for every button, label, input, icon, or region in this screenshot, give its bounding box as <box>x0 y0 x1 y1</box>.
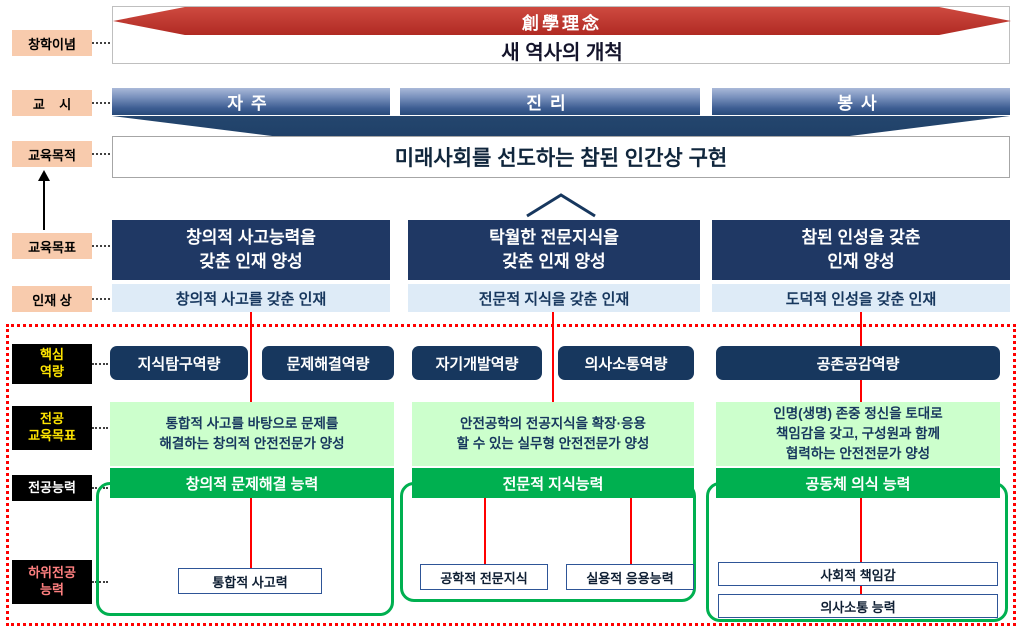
goal-box-character: 참된 인성을 갖춘 인재 양성 <box>712 220 1010 280</box>
major-goal-box-3: 인명(생명) 존중 정신을 토대로 책임감을 갖고, 구성원과 함께 협력하는 … <box>716 402 1000 466</box>
subbox-social-responsibility: 사회적 책임감 <box>718 562 998 586</box>
ability-bar-creative: 창의적 문제해결 능력 <box>110 468 394 498</box>
label-sub-major-ability: 하위전공 능력 <box>12 560 92 604</box>
label-school-motto: 교 시 <box>12 90 92 116</box>
label-talent-image: 인재 상 <box>12 286 92 312</box>
label-education-goals: 교육목표 <box>12 233 92 259</box>
founding-banner: 創學理念 새 역사의 개척 <box>112 6 1011 64</box>
up-arrow-icon <box>38 170 50 181</box>
capsule-coexistence: 공존공감역량 <box>716 346 1000 380</box>
label-education-purpose: 교육목적 <box>12 141 92 167</box>
leader-motto <box>92 102 110 104</box>
connector-col2b-bottom <box>630 498 632 564</box>
ability-bar-knowledge: 전문적 지식능력 <box>412 468 694 498</box>
major-section-dashed-border <box>6 324 1016 626</box>
major-goal-box-1: 통합적 사고를 바탕으로 문제를 해결하는 창의적 안전전문가 양성 <box>110 402 394 466</box>
education-purpose-box: 미래사회를 선도하는 참된 인간상 구현 <box>112 136 1010 178</box>
connector-col3-bottom <box>860 498 862 562</box>
talent-box-expert: 전문적 지식을 갖춘 인재 <box>408 284 700 312</box>
subbox-communication: 의사소통 능력 <box>718 594 998 618</box>
capsule-problem-solving: 문제해결역량 <box>262 346 394 380</box>
leader-talent <box>92 298 110 300</box>
talent-box-creative: 창의적 사고를 갖춘 인재 <box>112 284 390 312</box>
motto-bar-jinri: 진리 <box>400 88 700 115</box>
major-goal-box-2: 안전공학의 전공지식을 확장·응용 할 수 있는 실무형 안전전문가 양성 <box>412 402 694 466</box>
connector-col3-stack <box>860 586 862 594</box>
motto-bar-bongsa: 봉사 <box>712 88 1010 115</box>
leader-founding <box>92 42 110 44</box>
talent-box-moral: 도덕적 인성을 갖춘 인재 <box>712 284 1010 312</box>
subbox-practical-application: 실용적 응용능력 <box>566 564 694 590</box>
connector-col1-bottom <box>250 498 252 568</box>
founding-subtitle: 새 역사의 개척 <box>501 41 623 64</box>
goal-box-expert: 탁월한 전문지식을 갖춘 인재 양성 <box>408 220 700 280</box>
label-founding-philosophy: 창학이념 <box>12 30 92 56</box>
connector-col2-top <box>552 312 554 402</box>
label-major-education-goals: 전공 교육목표 <box>12 406 92 450</box>
founding-ribbon: 創學理念 <box>113 7 1011 35</box>
subbox-engineering-knowledge: 공학적 전문지식 <box>420 564 548 590</box>
capsule-communication: 의사소통역량 <box>558 346 694 380</box>
label-core-competency: 핵심 역량 <box>12 344 92 384</box>
bracket-col1 <box>96 482 394 616</box>
leader-purpose <box>92 153 110 155</box>
goal-box-creative: 창의적 사고능력을 갖춘 인재 양성 <box>112 220 390 280</box>
founding-hanja: 創學理念 <box>522 13 602 33</box>
connector-col1-top <box>250 312 252 402</box>
leader-core <box>92 363 108 365</box>
leader-goals <box>92 245 110 247</box>
leader-major-goals <box>92 427 108 429</box>
connector-col2a-bottom <box>484 498 486 564</box>
up-arrow-line <box>43 180 45 230</box>
motto-bar-jaju: 자주 <box>112 88 390 115</box>
ability-bar-community: 공동체 의식 능력 <box>716 468 1000 498</box>
label-major-ability: 전공능력 <box>12 475 92 501</box>
leader-sub-ability <box>92 581 108 583</box>
capsule-self-development: 자기개발역량 <box>412 346 542 380</box>
up-chevron-icon <box>526 193 596 218</box>
capsule-knowledge: 지식탐구역량 <box>110 346 248 380</box>
subbox-integrated-thinking: 통합적 사고력 <box>178 568 322 594</box>
